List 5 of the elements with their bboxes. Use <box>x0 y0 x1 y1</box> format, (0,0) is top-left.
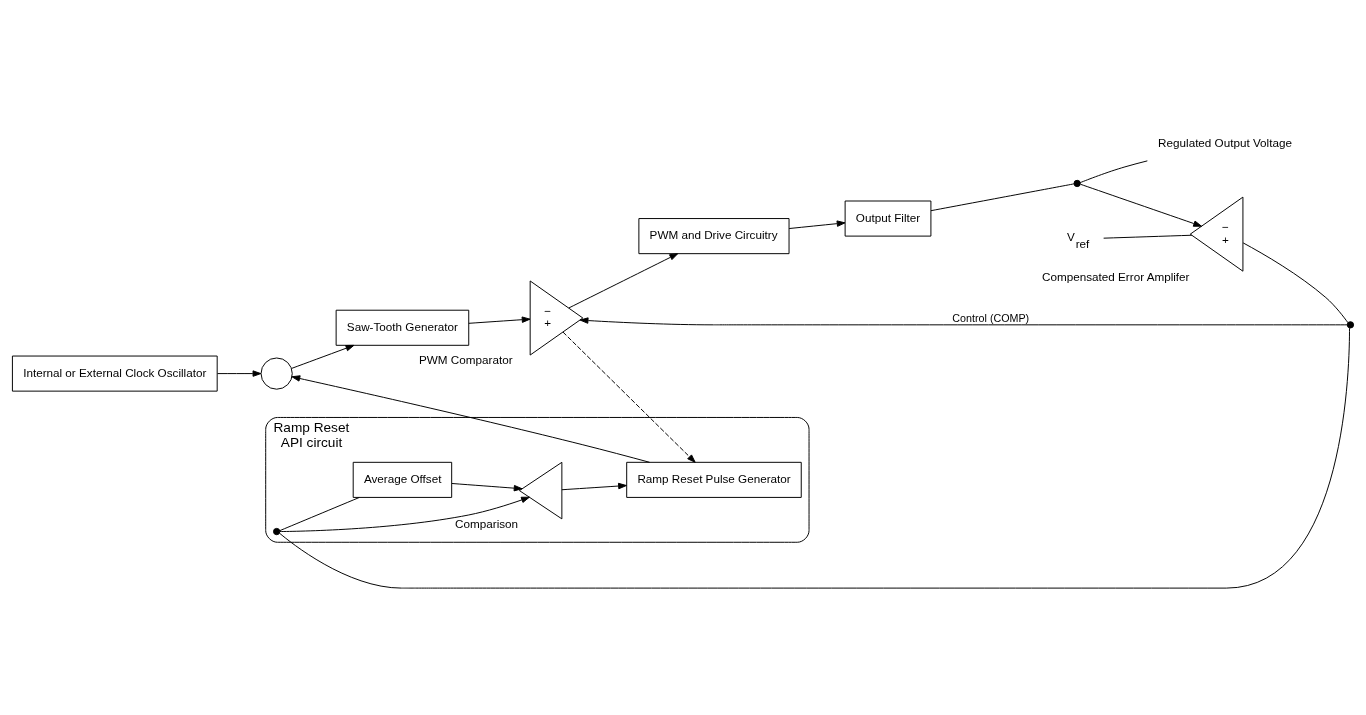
edge-label: Control (COMP) <box>952 311 1030 324</box>
node-text: Regulated Output Voltage <box>1158 136 1292 150</box>
node-label: PWM Comparator <box>419 353 513 367</box>
node-label: Comparison <box>455 517 519 531</box>
node-label: Compensated Error Amplifer <box>1042 269 1190 283</box>
